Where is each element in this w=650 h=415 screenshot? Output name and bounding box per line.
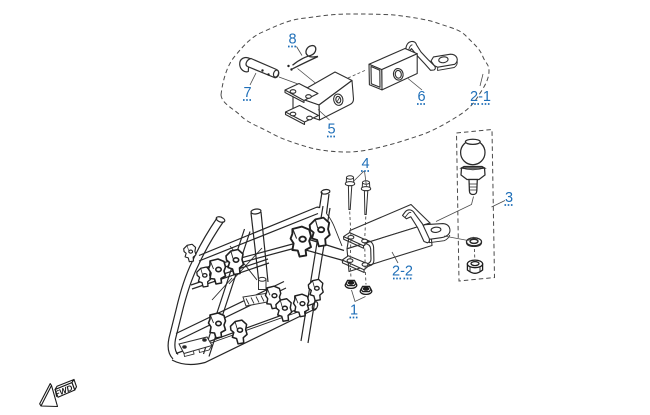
svg-text:5: 5 <box>327 122 335 138</box>
svg-text:4: 4 <box>361 156 369 172</box>
svg-text:2-2: 2-2 <box>392 264 413 280</box>
svg-text:6: 6 <box>417 89 425 105</box>
svg-text:3: 3 <box>505 190 513 206</box>
svg-text:1: 1 <box>350 303 358 319</box>
svg-text:2-1: 2-1 <box>470 89 491 105</box>
svg-text:7: 7 <box>243 85 251 101</box>
svg-text:8: 8 <box>288 32 296 48</box>
